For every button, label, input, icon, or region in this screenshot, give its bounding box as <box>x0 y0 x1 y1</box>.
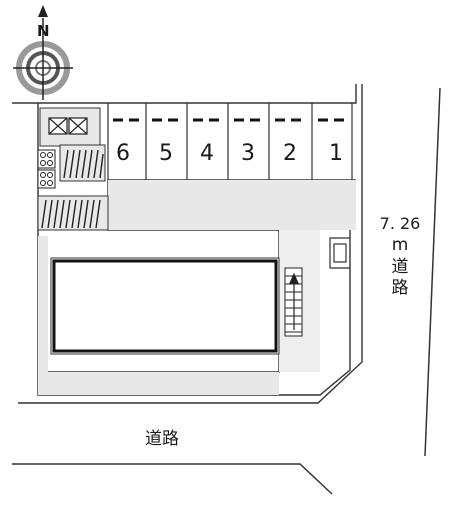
east-road-name-1: 道 <box>391 257 409 277</box>
staircase-icon <box>284 267 303 337</box>
parking-space-1: 1 <box>329 141 343 166</box>
north-label: N <box>37 22 50 40</box>
south-lot-edge <box>18 84 363 404</box>
compass-icon <box>13 5 73 100</box>
meter-box-icon <box>37 149 56 189</box>
south-road-label: 道路 <box>145 429 179 449</box>
parking-space-5: 5 <box>159 141 173 166</box>
parking-space-4: 4 <box>200 141 214 166</box>
garbage-station-icon <box>39 107 101 147</box>
east-road-name-2: 路 <box>391 278 409 298</box>
south-road-edge <box>12 463 333 495</box>
parking-space-3: 3 <box>241 141 255 166</box>
entrance-notch <box>329 237 350 269</box>
east-road-unit: m <box>391 235 409 255</box>
building-outline <box>50 257 280 355</box>
parking-space-2: 2 <box>283 141 297 166</box>
bicycle-parking-icon <box>37 144 109 231</box>
east-road-width: 7. 26 <box>379 214 421 233</box>
parking-space-6: 6 <box>116 141 130 166</box>
parking-bays <box>107 103 353 180</box>
east-road-edge <box>424 87 441 457</box>
